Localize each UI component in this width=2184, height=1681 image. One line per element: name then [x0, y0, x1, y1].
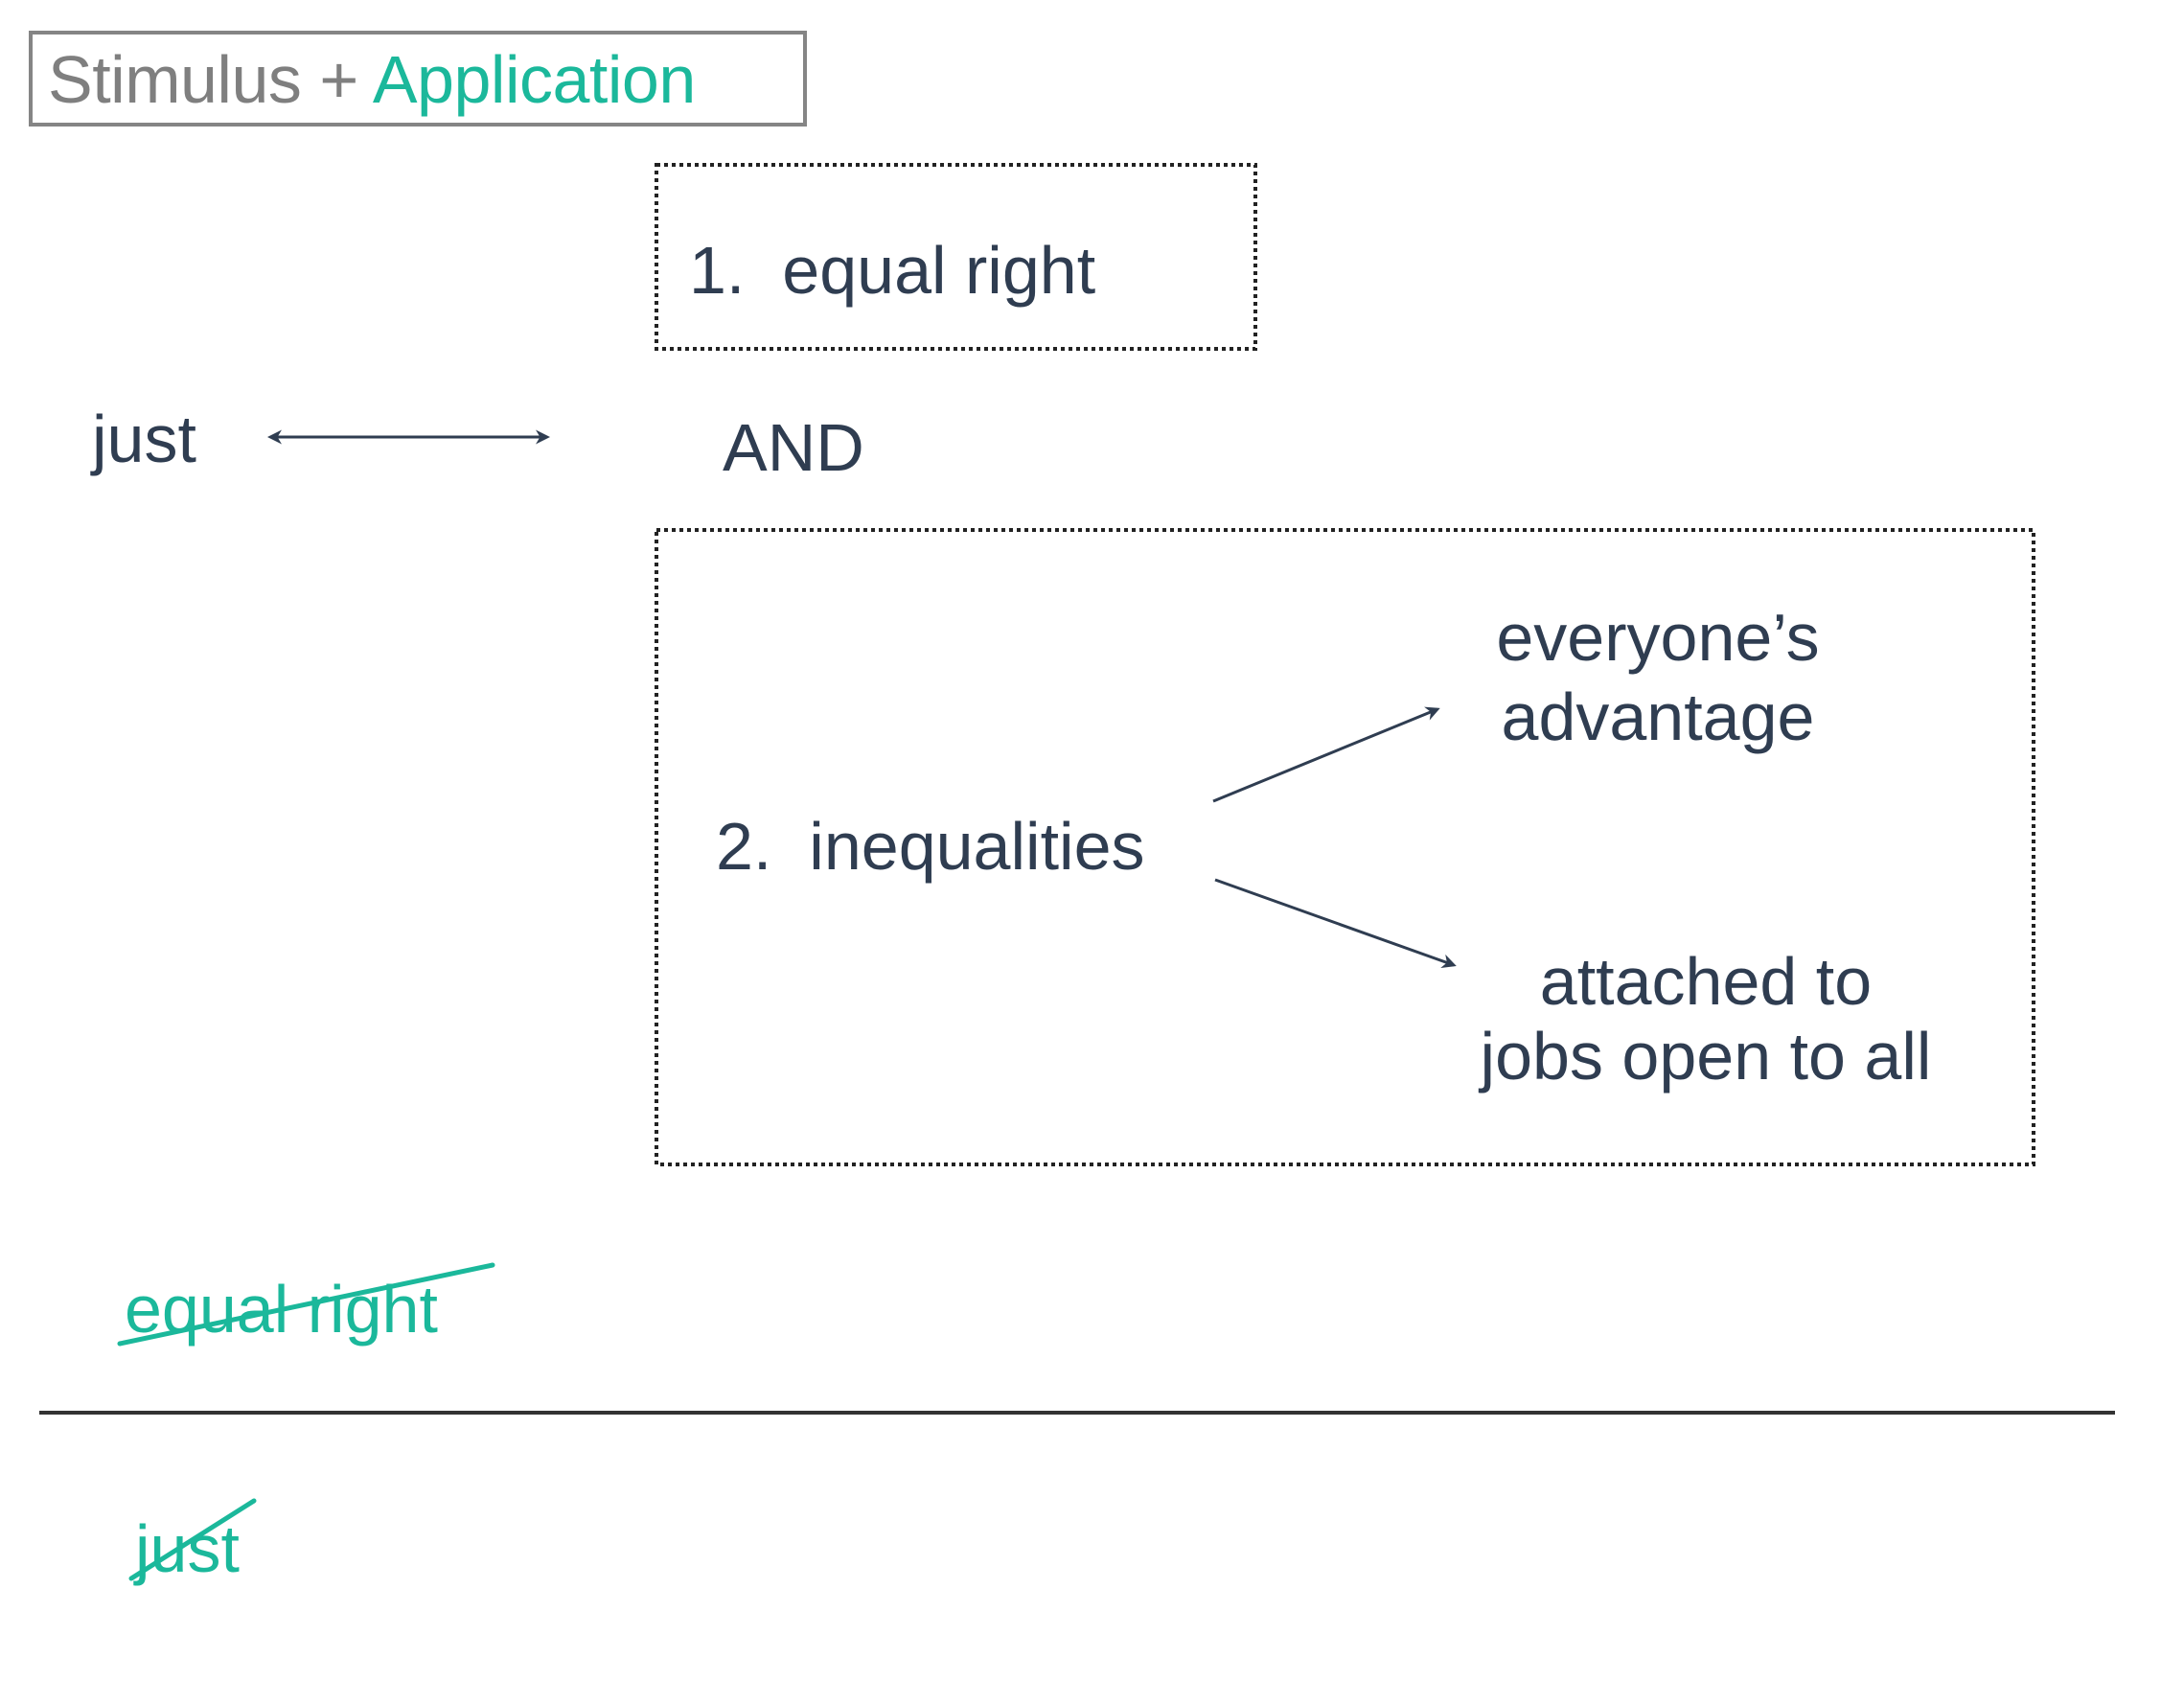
branch-top-line-1: everyone’s	[1496, 600, 1820, 675]
title-application: Application	[372, 42, 696, 117]
principle-2-box	[655, 528, 2035, 1166]
branch-jobs-open-to-all: attached to jobs open to all	[1418, 948, 1993, 1090]
branch-bottom-line-1: attached to	[1539, 944, 1873, 1019]
arrow-to-jobs-icon	[1214, 878, 1457, 969]
struck-just: just	[135, 1511, 240, 1586]
strike-equal-right	[117, 1262, 495, 1347]
title-frame	[29, 31, 807, 127]
branch-everyones-advantage: everyone’s advantage	[1418, 604, 1897, 750]
branch-bottom-line-2: jobs open to all	[1480, 1019, 1932, 1094]
title-stimulus: Stimulus +	[48, 42, 358, 117]
strike-just	[128, 1498, 257, 1581]
principle-2-label: 2. inequalities	[716, 809, 1145, 884]
term-just: just	[92, 402, 196, 476]
arrow-to-advantage-icon	[1212, 706, 1440, 803]
slide-title: Stimulus + Application	[48, 46, 696, 113]
branch-top-line-2: advantage	[1501, 679, 1815, 754]
connector-and: AND	[723, 410, 864, 485]
struck-equal-right: equal right	[125, 1272, 438, 1347]
principle-1-label: 1. equal right	[689, 233, 1096, 308]
principle-1-box	[655, 163, 1257, 351]
